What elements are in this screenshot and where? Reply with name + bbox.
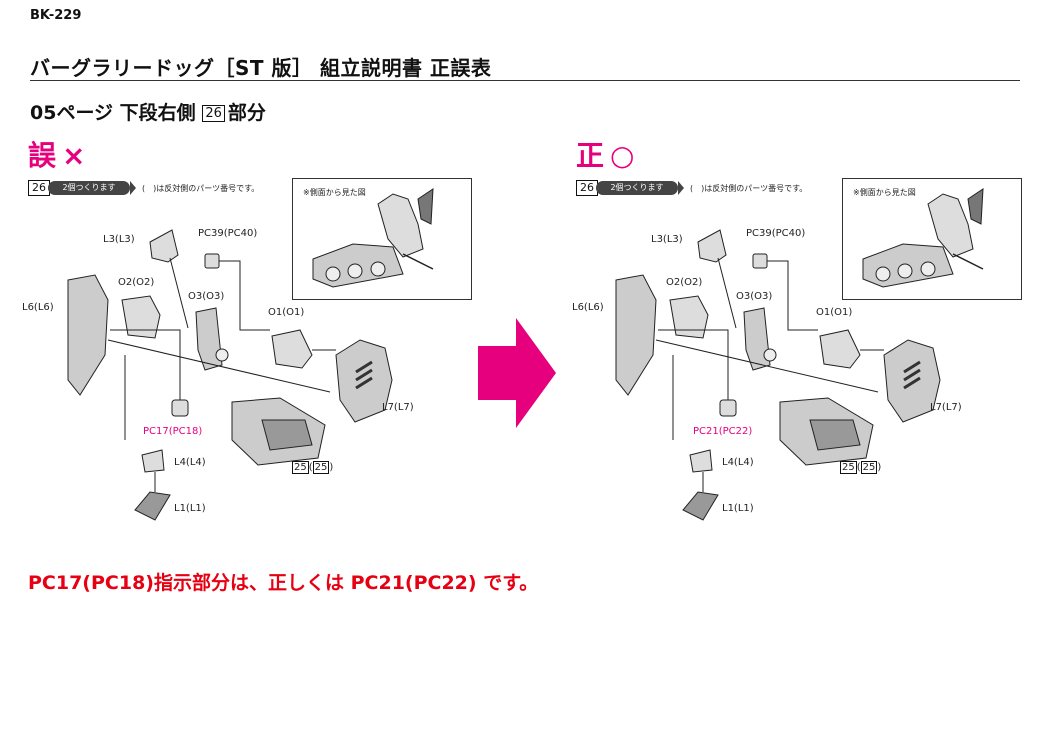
part-25-box: 25	[840, 461, 857, 474]
part-25-box-mirror: 25	[312, 461, 330, 474]
right-arrow-icon	[478, 318, 556, 428]
document-code: BK-229	[30, 8, 82, 23]
label-pc-wrong: PC17(PC18)	[143, 426, 203, 437]
part-25-box-mirror: 25	[860, 461, 878, 474]
section-prefix: 05ページ 下段右側	[30, 102, 196, 124]
inset-caption: ※側面から見た図	[303, 188, 366, 197]
label-l7: L7(L7)	[930, 402, 962, 413]
side-view-inset: ※側面から見た図	[292, 178, 472, 300]
label-o3: O3(O3)	[736, 291, 773, 302]
label-o3: O3(O3)	[188, 291, 225, 302]
label-pc39: PC39(PC40)	[746, 228, 806, 239]
part-25-box: 25	[292, 461, 309, 474]
label-l3: L3(L3)	[651, 234, 683, 245]
label-l1: L1(L1)	[722, 503, 754, 514]
inset-caption: ※側面から見た図	[853, 188, 916, 197]
parts-note: ( )は反対側のパーツ番号です。	[142, 184, 260, 193]
parts-note: ( )は反対側のパーツ番号です。	[690, 184, 808, 193]
make-two-badge: 2個つくります	[48, 181, 130, 195]
label-o1: O1(O1)	[268, 307, 305, 318]
side-view-drawing	[312, 188, 434, 288]
verdict-text: 正	[576, 139, 605, 172]
label-pc39: PC39(PC40)	[198, 228, 258, 239]
label-l7: L7(L7)	[382, 402, 414, 413]
label-l1: L1(L1)	[174, 503, 206, 514]
label-l6: L6(L6)	[572, 302, 604, 313]
label-part-25: 25(25)	[840, 461, 882, 474]
title-divider	[30, 80, 1020, 81]
assembly-diagram-correct	[615, 229, 941, 521]
verdict-correct: 正○	[576, 134, 634, 174]
badge-arrow-icon	[678, 181, 684, 195]
side-view-drawing	[862, 188, 984, 288]
verdict-wrong: 誤×	[28, 134, 85, 174]
section-suffix: 部分	[227, 102, 266, 124]
badge-arrow-icon	[130, 181, 136, 195]
label-l6: L6(L6)	[22, 302, 54, 313]
label-l4: L4(L4)	[722, 457, 754, 468]
side-view-inset: ※側面から見た図	[842, 178, 1022, 300]
label-part-25: 25(25)	[292, 461, 334, 474]
correction-statement: PC17(PC18)指示部分は、正しくは PC21(PC22) です。	[28, 572, 539, 594]
label-l4: L4(L4)	[174, 457, 206, 468]
label-o2: O2(O2)	[118, 277, 155, 288]
verdict-text: 誤	[28, 139, 57, 172]
label-o1: O1(O1)	[816, 307, 853, 318]
make-two-badge: 2個つくります	[596, 181, 678, 195]
circle-mark-icon: ○	[610, 139, 635, 172]
cross-mark-icon: ×	[62, 139, 86, 172]
label-o2: O2(O2)	[666, 277, 703, 288]
document-title: バーグラリードッグ［ST 版］ 組立説明書 正誤表	[30, 56, 492, 80]
label-pc-correct: PC21(PC22)	[693, 426, 753, 437]
assembly-diagram-wrong	[67, 229, 393, 521]
label-l3: L3(L3)	[103, 234, 135, 245]
section-box-number: 26	[202, 105, 225, 122]
